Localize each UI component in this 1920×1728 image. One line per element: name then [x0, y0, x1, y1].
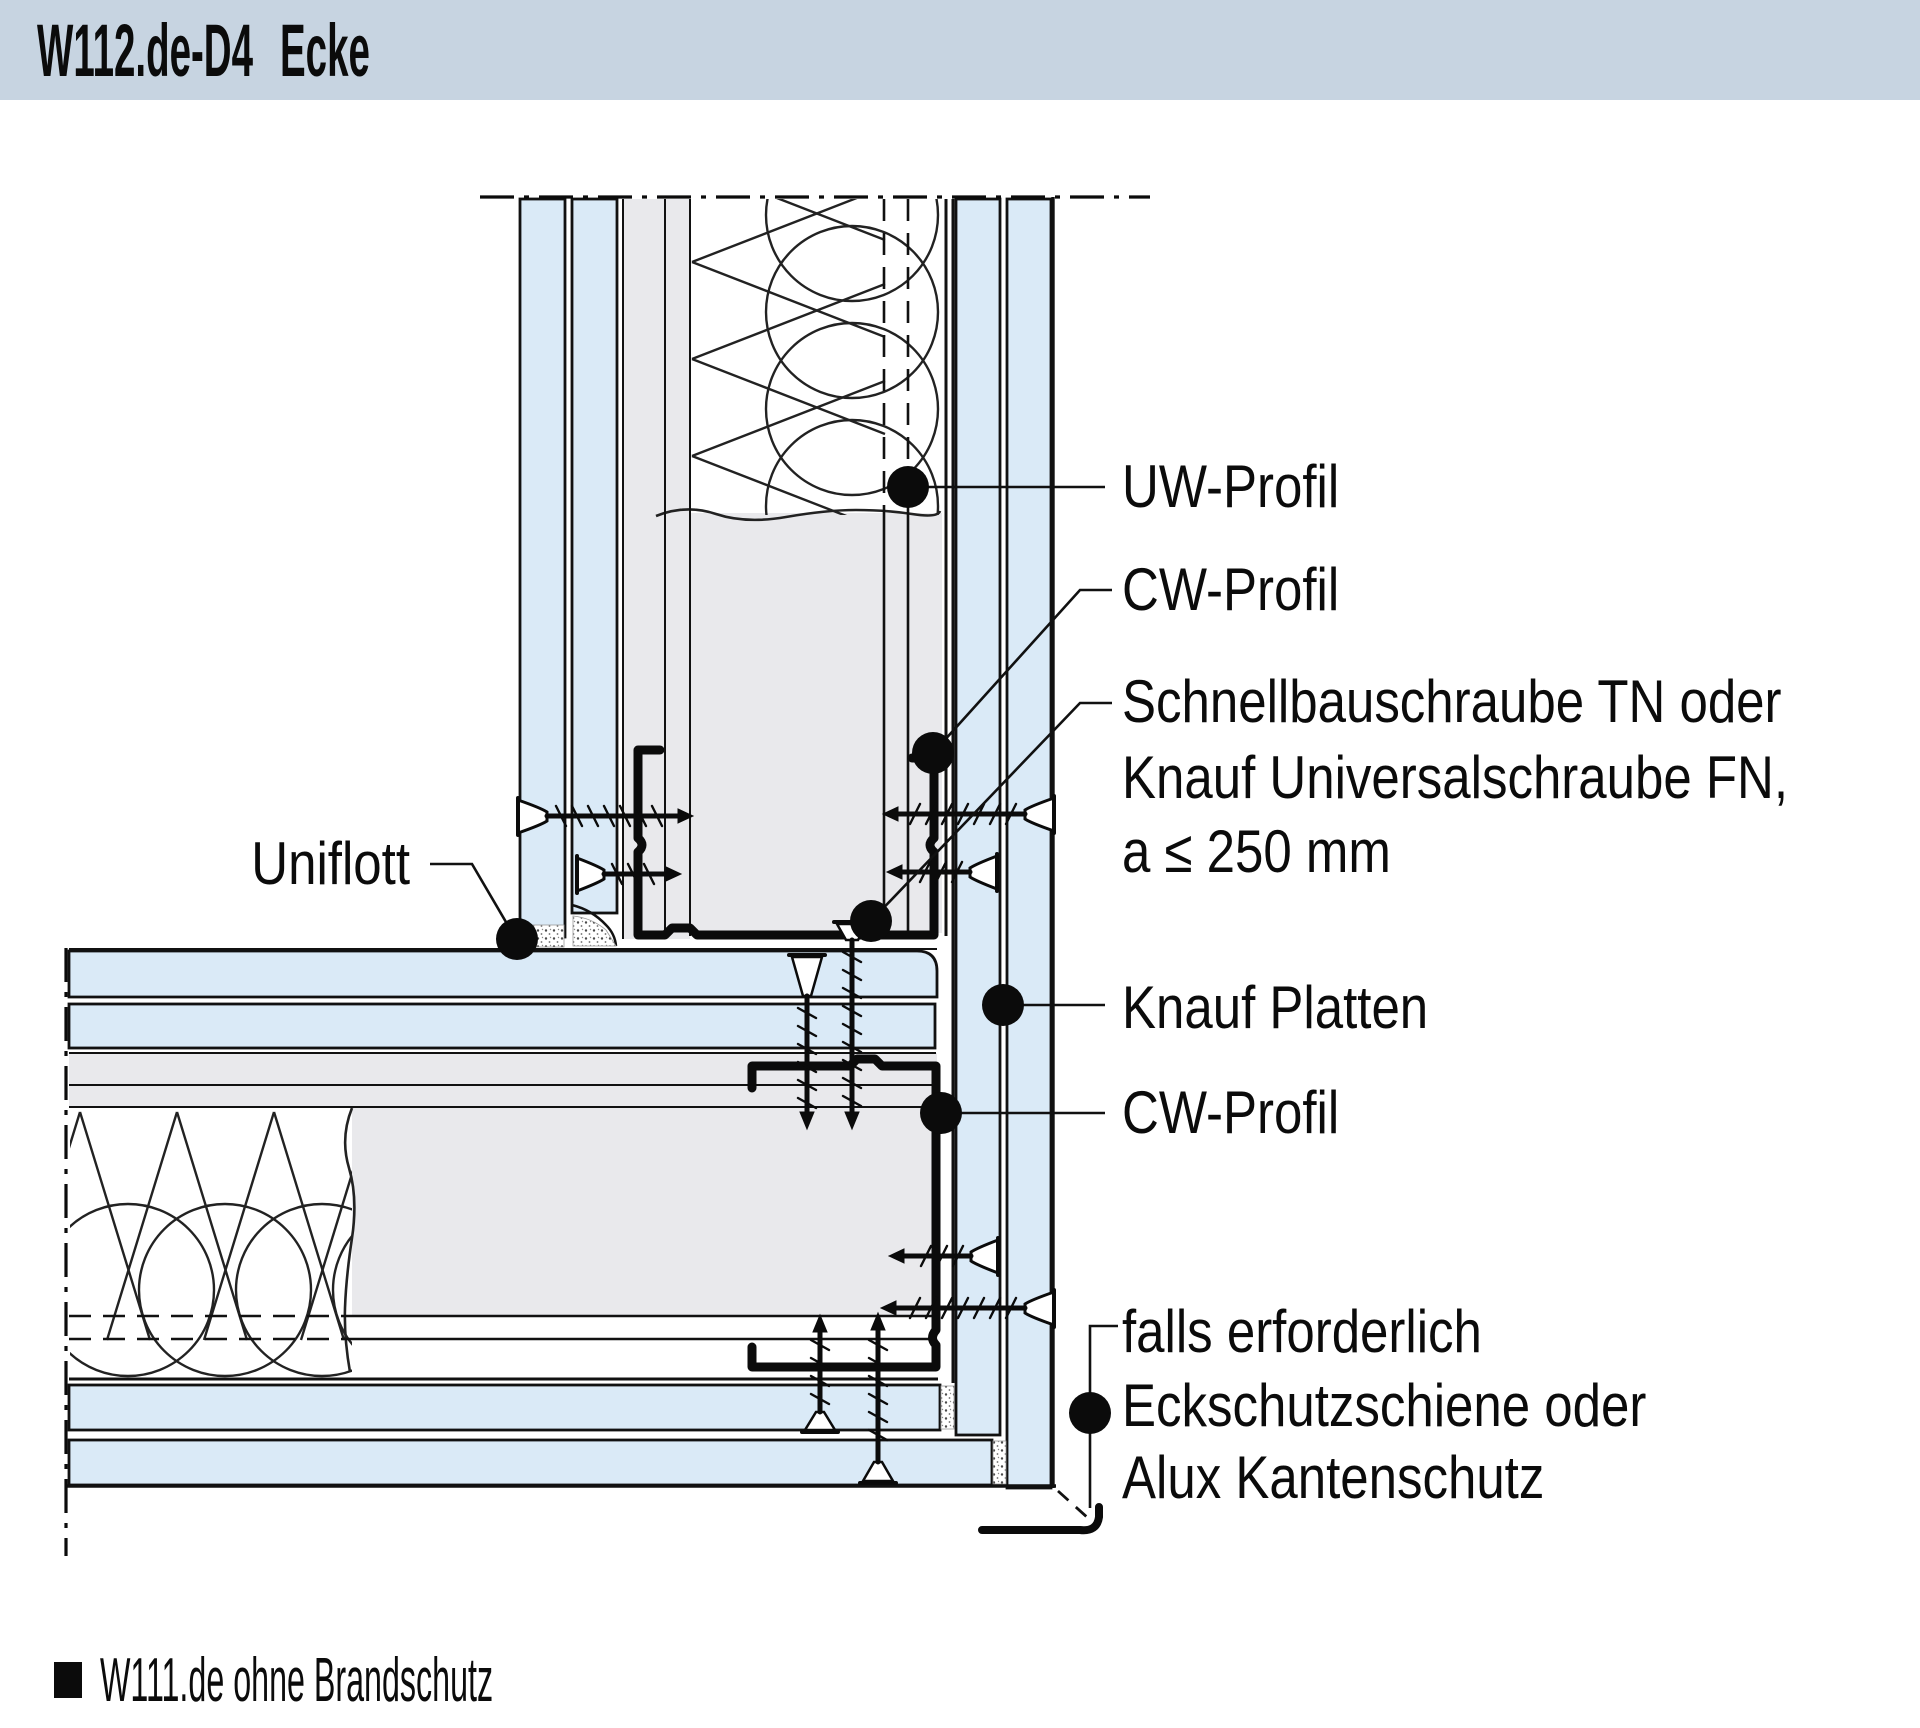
screw-bottom-layer2 [858, 1311, 898, 1485]
filler-bottom-board2-end [992, 1440, 1007, 1485]
screw-right-corner-layer2 [879, 1288, 1056, 1329]
annotation-labels: UW-Profil CW-Profil Schnellbauschraube T… [251, 453, 1788, 1511]
label-uw-profil: UW-Profil [1122, 453, 1339, 520]
label-eckschutz-line1: falls erforderlich [1122, 1298, 1482, 1365]
insulation-torn-edge-vertical [655, 508, 942, 522]
board-hwall-top-layer2 [67, 1002, 937, 1050]
dot-uw-profil [887, 466, 929, 508]
label-eckschutz-line3: Alux Kantenschutz [1122, 1444, 1544, 1511]
corner-protection [978, 1489, 1103, 1535]
screw-through-top-boards [787, 953, 827, 1131]
cw-profiles [633, 745, 941, 1372]
label-uniflott: Uniflott [251, 830, 410, 897]
dot-eckschutz [1069, 1392, 1111, 1434]
vertical-wall-cavity-gray [690, 513, 942, 933]
cw-profile-vertical-wall [633, 745, 939, 940]
screw-left-upper [516, 796, 695, 837]
board-layer2-end-curve [571, 903, 618, 947]
vertical-wall-cavity-white [690, 199, 940, 515]
dot-schraube [850, 900, 892, 942]
board-hwall-bottom-layer1 [67, 1383, 942, 1432]
insulation-hatch-horizontal-wall [70, 1111, 352, 1378]
board-hwall-bottom-layer2 [67, 1438, 994, 1487]
label-knauf-platten: Knauf Platten [1122, 974, 1428, 1041]
footer-note-row: W111.de ohne Brandschutz [0, 1645, 1920, 1725]
label-cw-profil-top: CW-Profil [1122, 556, 1339, 623]
label-schraube-line1: Schnellbauschraube TN oder [1122, 668, 1782, 735]
screw-right-lower [885, 852, 999, 893]
label-cw-profil-bottom: CW-Profil [1122, 1079, 1339, 1146]
reference-dots [496, 466, 1111, 1434]
label-eckschutz-line2: Eckschutzschiene oder [1122, 1372, 1646, 1439]
horizontal-wall-cavity-white [69, 1108, 353, 1378]
vertical-wall-end-strip [623, 199, 690, 939]
screw-bottom-layer1 [800, 1313, 840, 1434]
board-vwall-left-layer2 [570, 197, 619, 915]
detail-code: W112.de-D4 [37, 9, 254, 92]
horizontal-wall-cavity-gray [352, 1108, 934, 1316]
eckschutz-profile [978, 1503, 1103, 1535]
screw-right-corner-layer1 [887, 1236, 1000, 1277]
dot-knauf-platten [982, 984, 1024, 1026]
board-vwall-right-layer2 [1005, 197, 1053, 1490]
insulation-hatch-vertical-wall [691, 199, 940, 515]
header-bar: W112.de-D4 Ecke [0, 0, 1920, 100]
footer-note-text: W111.de ohne Brandschutz [100, 1646, 494, 1715]
dot-cw-profil-top [912, 732, 954, 774]
cw-profile-horizontal-wall [747, 1054, 941, 1372]
leader-cw-profil-top [932, 588, 1112, 754]
eckschutz-projection-dashes [1057, 1489, 1089, 1520]
filler-bottom-board1-end [940, 1385, 955, 1430]
filler-under-left-layer2 [572, 915, 617, 947]
dot-cw-profil-bottom [920, 1092, 962, 1134]
insulation-torn-edge-horizontal [343, 1107, 356, 1373]
screw-left-lower [575, 854, 683, 895]
leader-eckschutz [1088, 1324, 1118, 1508]
leader-schraube [870, 701, 1112, 922]
board-hwall-top-layer1 [67, 949, 939, 999]
uw-profile-hidden-lines [69, 199, 933, 1341]
detail-title: Ecke [280, 9, 370, 92]
dot-uniflott [496, 918, 538, 960]
leader-uniflott [430, 862, 515, 935]
wall-cavity-fills [69, 199, 942, 1378]
leader-lines [430, 485, 1118, 1508]
filled-square-bullet-icon [54, 1662, 82, 1698]
label-schraube-line3: a ≤ 250 mm [1122, 818, 1391, 885]
label-schraube-line2: Knauf Universalschraube FN, [1122, 744, 1788, 811]
section-cut-lines [64, 195, 1150, 1556]
screw-right-upper [881, 794, 1056, 835]
